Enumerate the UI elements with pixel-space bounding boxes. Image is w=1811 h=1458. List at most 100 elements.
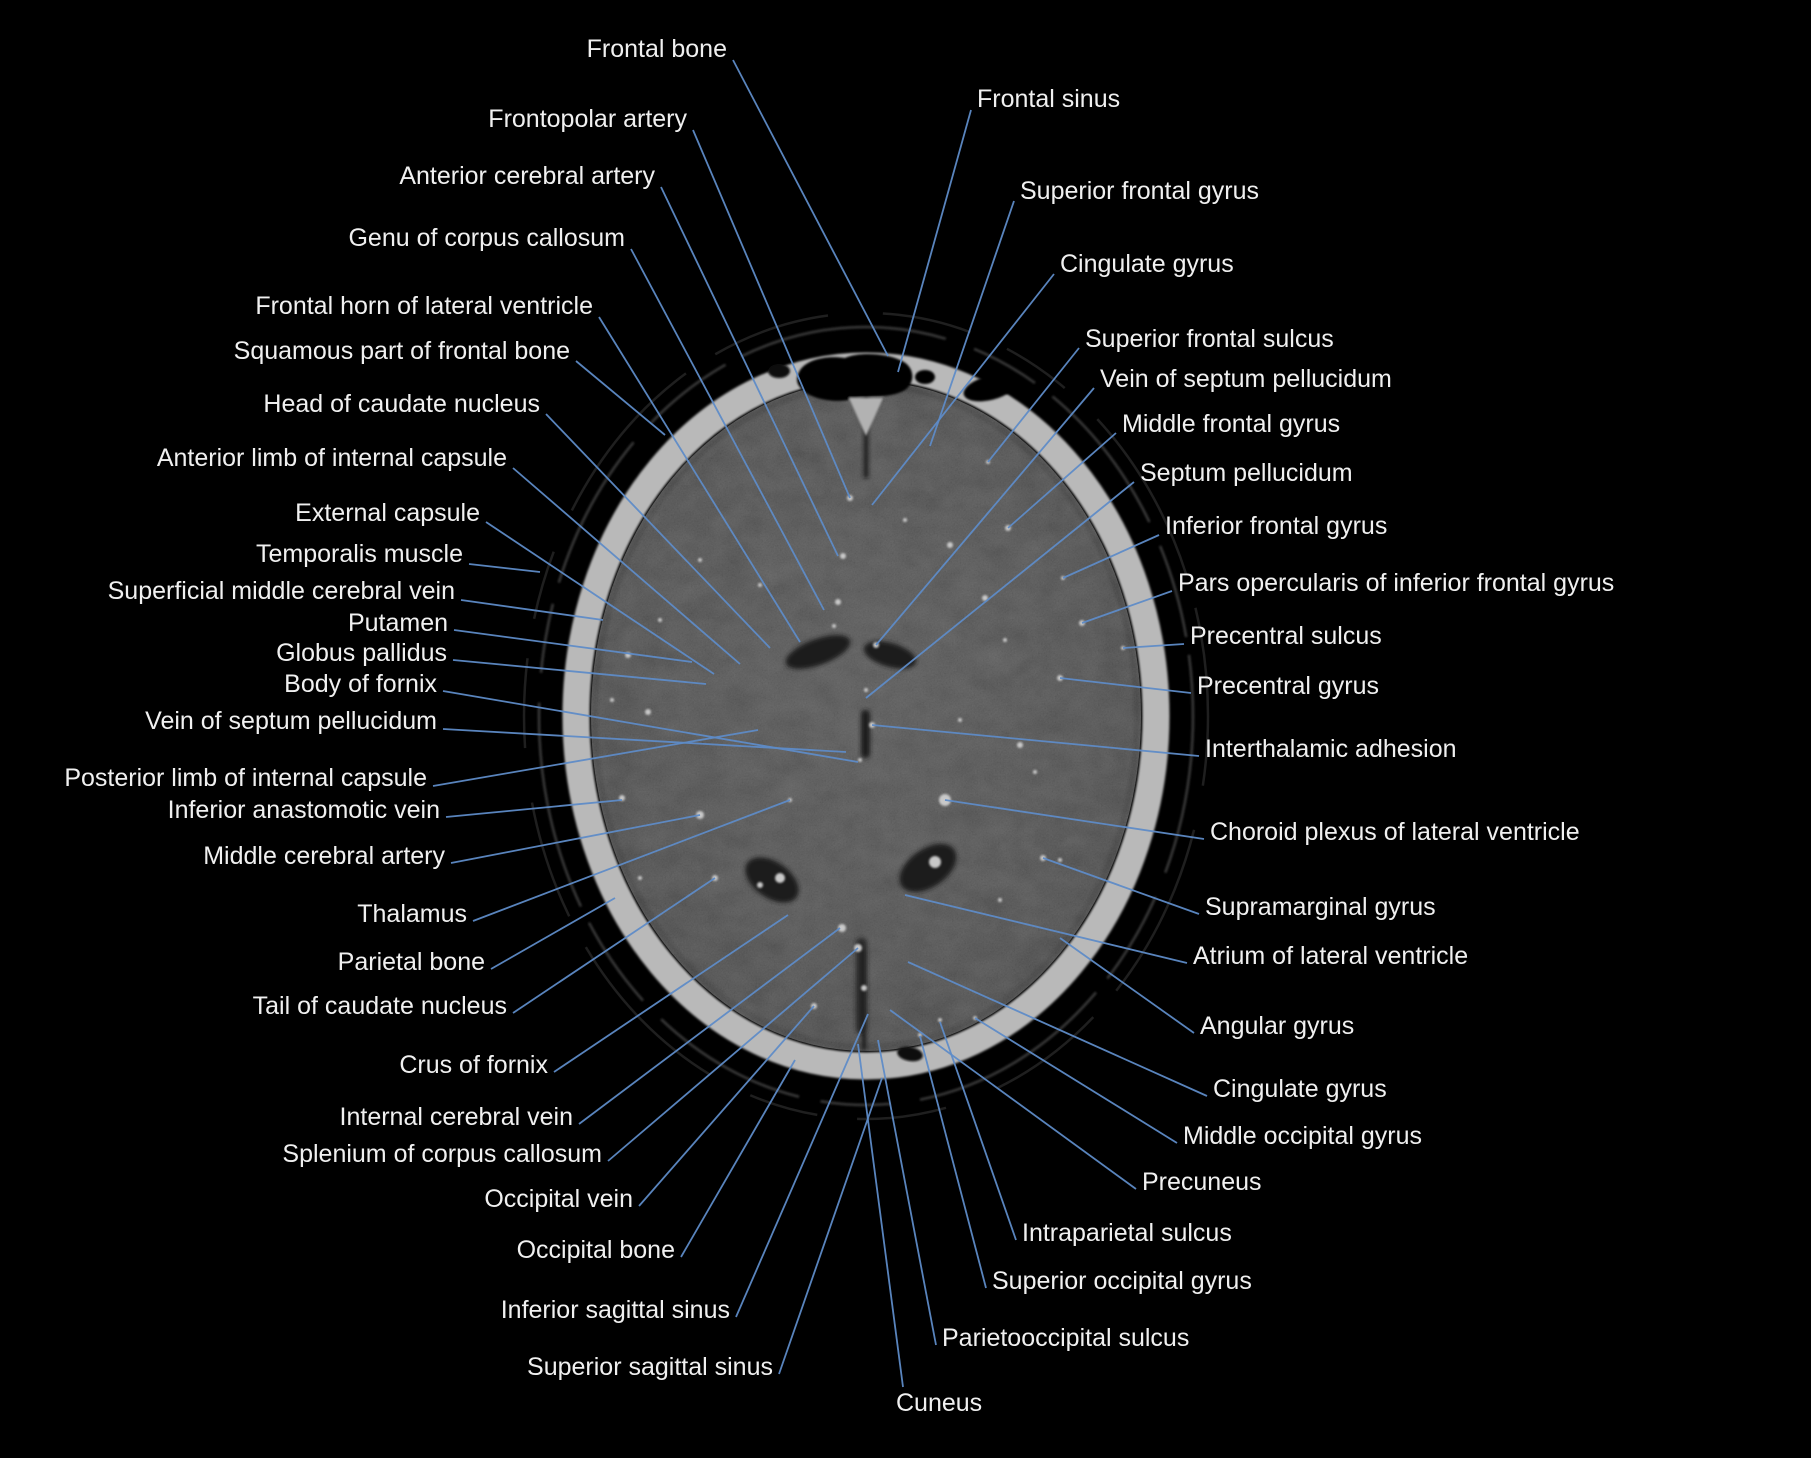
leader-line-precuneus [889, 1009, 1137, 1190]
label-interthalamic-adhesion: Interthalamic adhesion [1205, 735, 1457, 763]
label-frontopolar-artery: Frontopolar artery [488, 105, 687, 133]
leader-line-vein-of-septum-pellucidum [875, 387, 1095, 646]
label-precentral-gyrus: Precentral gyrus [1197, 672, 1380, 700]
label-septum-pellucidum: Septum pellucidum [1140, 459, 1353, 487]
leader-line-occipital-vein [638, 1005, 815, 1207]
leader-line-supramarginal-gyrus [1042, 857, 1200, 915]
label-splenium-of-corpus-callosum: Splenium of corpus callosum [282, 1140, 602, 1168]
label-genu-of-corpus-callosum: Genu of corpus callosum [348, 224, 625, 252]
label-frontal-horn-of-lateral-ventricle: Frontal horn of lateral ventricle [255, 292, 593, 320]
leader-line-cingulate-gyrus [871, 273, 1055, 506]
left-frontal-horn [785, 635, 851, 669]
label-inferior-anastomotic-vein: Inferior anastomotic vein [167, 796, 440, 824]
label-superior-frontal-gyrus: Superior frontal gyrus [1020, 177, 1260, 205]
leader-line-globus-pallidus [452, 659, 707, 685]
leader-line-frontal-horn-of-lateral-ventricle [598, 316, 801, 643]
label-crus-of-fornix: Crus of fornix [399, 1051, 548, 1079]
leader-line-choroid-plexus-of-lateral-ventricle [944, 799, 1205, 840]
leader-line-superior-sagittal-sinus [778, 1077, 883, 1375]
leader-line-superior-frontal-sulcus [987, 347, 1080, 463]
right-frontal-horn [863, 641, 917, 669]
leader-line-septum-pellucidum [865, 481, 1135, 699]
label-angular-gyrus: Angular gyrus [1200, 1012, 1355, 1040]
leader-line-inferior-frontal-gyrus [1062, 534, 1160, 579]
leader-line-anterior-cerebral-artery [660, 186, 839, 557]
label-cuneus: Cuneus [896, 1389, 983, 1417]
label-vein-of-septum-pellucidum: Vein of septum pellucidum [1100, 365, 1392, 393]
leader-line-thalamus [472, 799, 791, 922]
scalp-outer-ring [522, 311, 1210, 1121]
leader-line-squamous-part-of-frontal-bone [575, 360, 666, 436]
label-thalamus: Thalamus [357, 900, 467, 928]
leader-line-inferior-sagittal-sinus [735, 1013, 869, 1318]
label-choroid-plexus-of-lateral-ventricle: Choroid plexus of lateral ventricle [1210, 818, 1580, 846]
leader-line-frontal-bone [732, 59, 889, 357]
label-body-of-fornix: Body of fornix [284, 670, 437, 698]
label-cingulate-gyrus: Cingulate gyrus [1060, 250, 1234, 278]
label-external-capsule: External capsule [295, 499, 480, 527]
label-frontal-bone: Frontal bone [586, 35, 727, 63]
frontal-crest [849, 398, 883, 436]
leader-line-superior-occipital-gyrus [919, 1035, 987, 1289]
leader-line-intraparietal-sulcus [939, 1021, 1017, 1241]
right-atrium [899, 843, 957, 893]
leader-line-anterior-limb-of-internal-capsule [512, 467, 741, 665]
label-head-of-caudate-nucleus: Head of caudate nucleus [263, 390, 540, 418]
leader-line-middle-cerebral-artery [450, 814, 701, 864]
label-squamous-part-of-frontal-bone: Squamous part of frontal bone [233, 337, 570, 365]
leader-line-crus-of-fornix [553, 914, 789, 1073]
leader-line-head-of-caudate-nucleus [545, 413, 771, 649]
label-internal-cerebral-vein: Internal cerebral vein [339, 1103, 573, 1131]
leader-line-middle-frontal-gyrus [1007, 432, 1117, 529]
third-ventricle [861, 710, 870, 758]
leader-line-occipital-bone [680, 1059, 796, 1258]
leader-lines [432, 59, 1208, 1388]
label-frontal-sinus: Frontal sinus [977, 85, 1121, 113]
label-vein-of-septum-pellucidum: Vein of septum pellucidum [145, 707, 437, 735]
leader-line-frontopolar-artery [692, 129, 851, 499]
ct-axial-brain-image [522, 311, 1210, 1121]
label-superior-frontal-sulcus: Superior frontal sulcus [1085, 325, 1334, 353]
label-occipital-vein: Occipital vein [484, 1185, 633, 1213]
label-precentral-sulcus: Precentral sulcus [1190, 622, 1382, 650]
label-globus-pallidus: Globus pallidus [276, 639, 447, 667]
leader-line-frontal-sinus [897, 109, 972, 373]
label-inferior-sagittal-sinus: Inferior sagittal sinus [500, 1296, 730, 1324]
leader-line-pars-opercularis-of-inferior-frontal-gyrus [1081, 590, 1173, 624]
leader-line-internal-cerebral-vein [578, 927, 841, 1125]
leader-line-genu-of-corpus-callosum [630, 248, 825, 611]
frontal-sinus [768, 354, 1017, 436]
leader-line-inferior-anastomotic-vein [445, 799, 623, 818]
label-temporalis-muscle: Temporalis muscle [255, 540, 463, 568]
label-anterior-cerebral-artery: Anterior cerebral artery [399, 162, 655, 190]
leader-line-cingulate-gyrus [907, 961, 1208, 1097]
label-superior-sagittal-sinus: Superior sagittal sinus [527, 1353, 773, 1381]
leader-line-external-capsule [485, 521, 715, 675]
leader-line-tail-of-caudate-nucleus [512, 877, 716, 1014]
leader-line-precentral-gyrus [1059, 677, 1192, 694]
leader-line-body-of-fornix [442, 690, 859, 763]
leader-line-middle-occipital-gyrus [974, 1017, 1178, 1144]
label-occipital-bone: Occipital bone [516, 1236, 675, 1264]
label-middle-occipital-gyrus: Middle occipital gyrus [1183, 1122, 1422, 1150]
label-precuneus: Precuneus [1142, 1168, 1262, 1196]
leader-line-interthalamic-adhesion [871, 724, 1200, 757]
label-parietal-bone: Parietal bone [337, 948, 485, 976]
label-intraparietal-sulcus: Intraparietal sulcus [1022, 1219, 1232, 1247]
leader-line-temporalis-muscle [468, 563, 541, 573]
leader-line-cuneus [857, 1043, 904, 1388]
leader-line-parietooccipital-sulcus [877, 1039, 937, 1346]
leader-line-precentral-sulcus [1122, 643, 1185, 649]
label-cingulate-gyrus: Cingulate gyrus [1213, 1075, 1387, 1103]
label-putamen: Putamen [347, 609, 448, 637]
leader-line-superior-frontal-gyrus [929, 200, 1015, 447]
posterior-midline-sulcus [856, 938, 867, 1034]
label-supramarginal-gyrus: Supramarginal gyrus [1205, 893, 1436, 921]
leader-line-superficial-middle-cerebral-vein [460, 599, 604, 621]
label-anterior-limb-of-internal-capsule: Anterior limb of internal capsule [156, 444, 507, 472]
leader-line-posterior-limb-of-internal-capsule [432, 729, 759, 787]
label-tail-of-caudate-nucleus: Tail of caudate nucleus [252, 992, 507, 1020]
label-pars-opercularis-of-inferior-frontal-gyrus: Pars opercularis of inferior frontal gyr… [1178, 569, 1615, 597]
label-superficial-middle-cerebral-vein: Superficial middle cerebral vein [107, 577, 455, 605]
